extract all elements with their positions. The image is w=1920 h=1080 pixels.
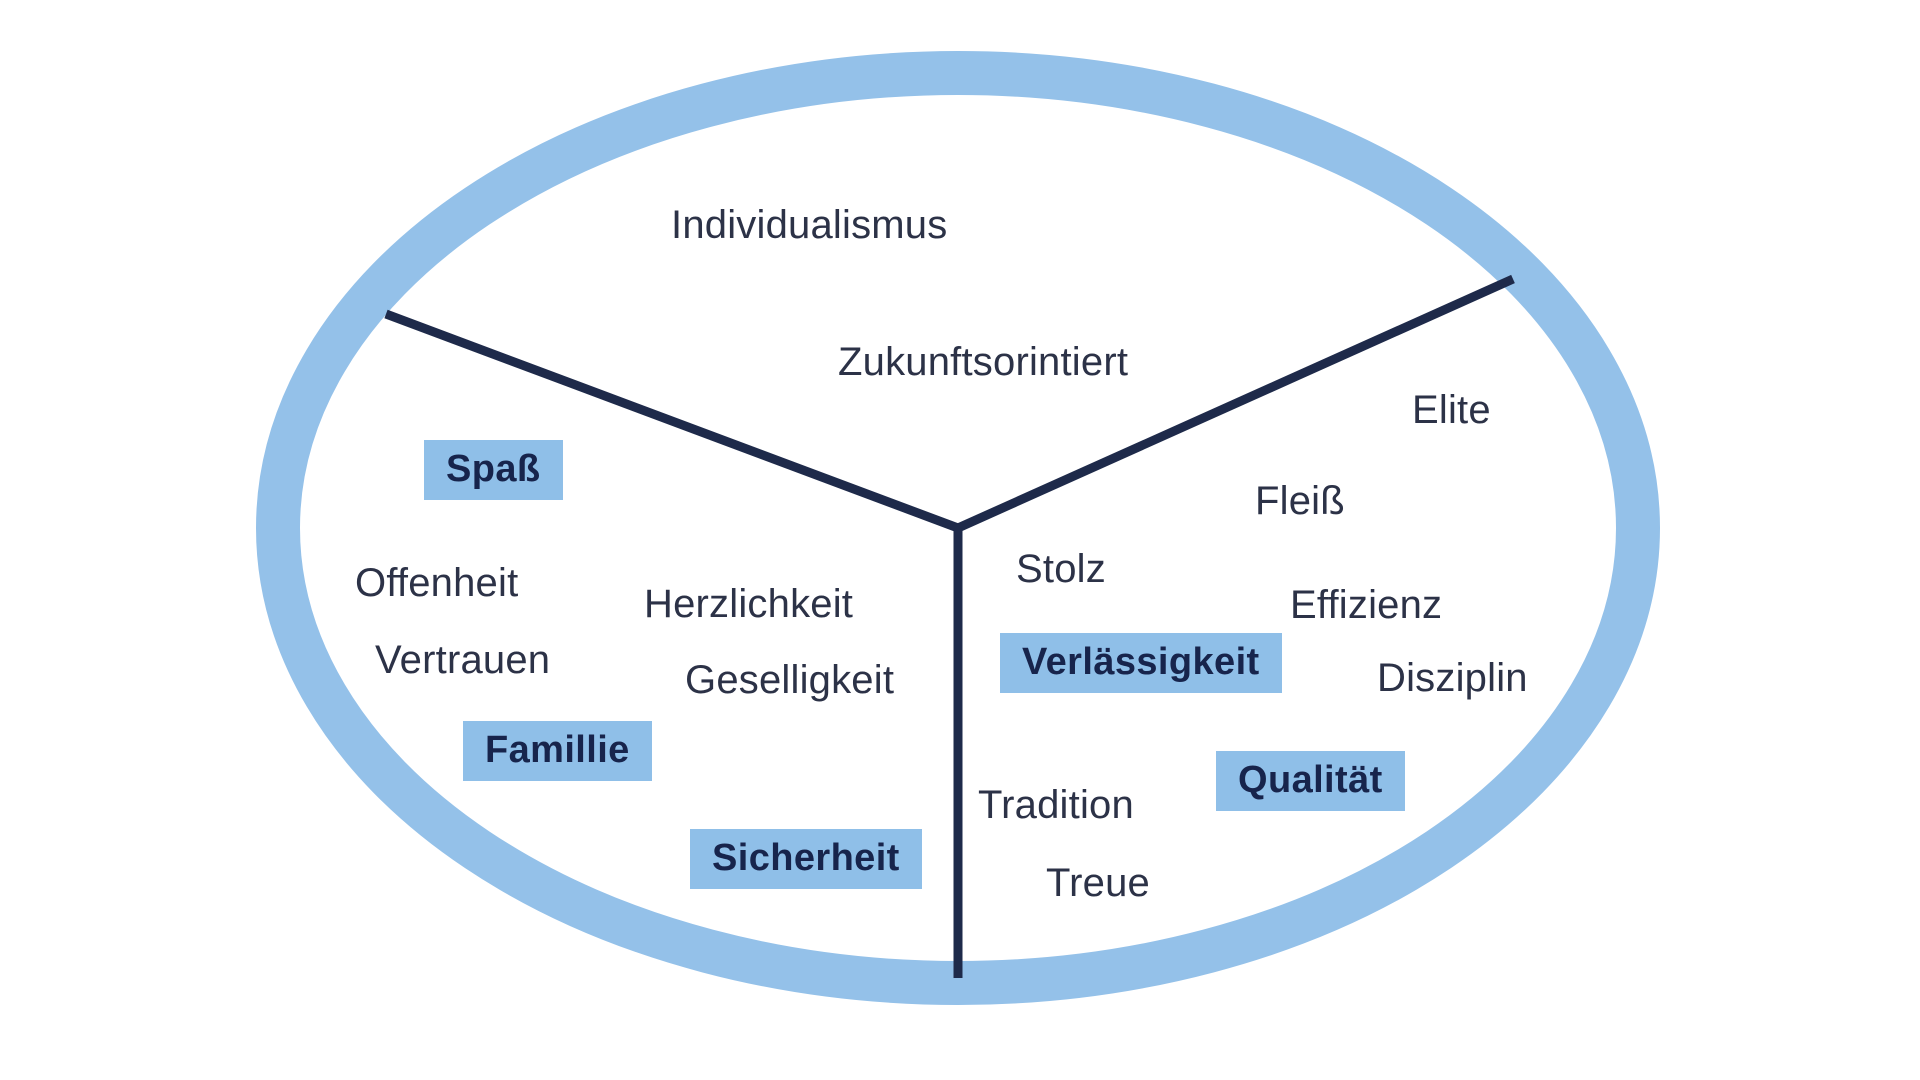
value-term-geselligkeit: Geselligkeit: [685, 658, 895, 702]
value-term-sicherheit: Sicherheit: [690, 829, 922, 889]
value-term-individualismus: Individualismus: [671, 203, 948, 247]
value-term-tradition: Tradition: [978, 783, 1134, 827]
value-term-famillie: Famillie: [463, 721, 652, 781]
value-term-spass: Spaß: [424, 440, 563, 500]
value-term-qualitaet: Qualität: [1216, 751, 1405, 811]
value-term-elite: Elite: [1412, 388, 1491, 432]
value-term-vertrauen: Vertrauen: [375, 638, 551, 682]
divider-upper-right-line: [956, 274, 1515, 533]
value-term-effizienz: Effizienz: [1290, 583, 1443, 627]
sector-divider-lines: [384, 274, 1515, 978]
value-term-offenheit: Offenheit: [355, 561, 519, 605]
divider-upper-left-line: [384, 309, 960, 533]
value-term-fleiss: Fleiß: [1255, 479, 1345, 523]
value-term-zukunftsorintiert: Zukunftsorintiert: [838, 340, 1129, 384]
value-term-verlaessigkeit: Verlässigkeit: [1000, 633, 1282, 693]
value-term-stolz: Stolz: [1016, 547, 1106, 591]
outer-ring-ellipse: [256, 51, 1660, 1005]
value-term-disziplin: Disziplin: [1377, 656, 1528, 700]
value-term-herzlichkeit: Herzlichkeit: [644, 582, 854, 626]
value-term-treue: Treue: [1046, 861, 1151, 905]
